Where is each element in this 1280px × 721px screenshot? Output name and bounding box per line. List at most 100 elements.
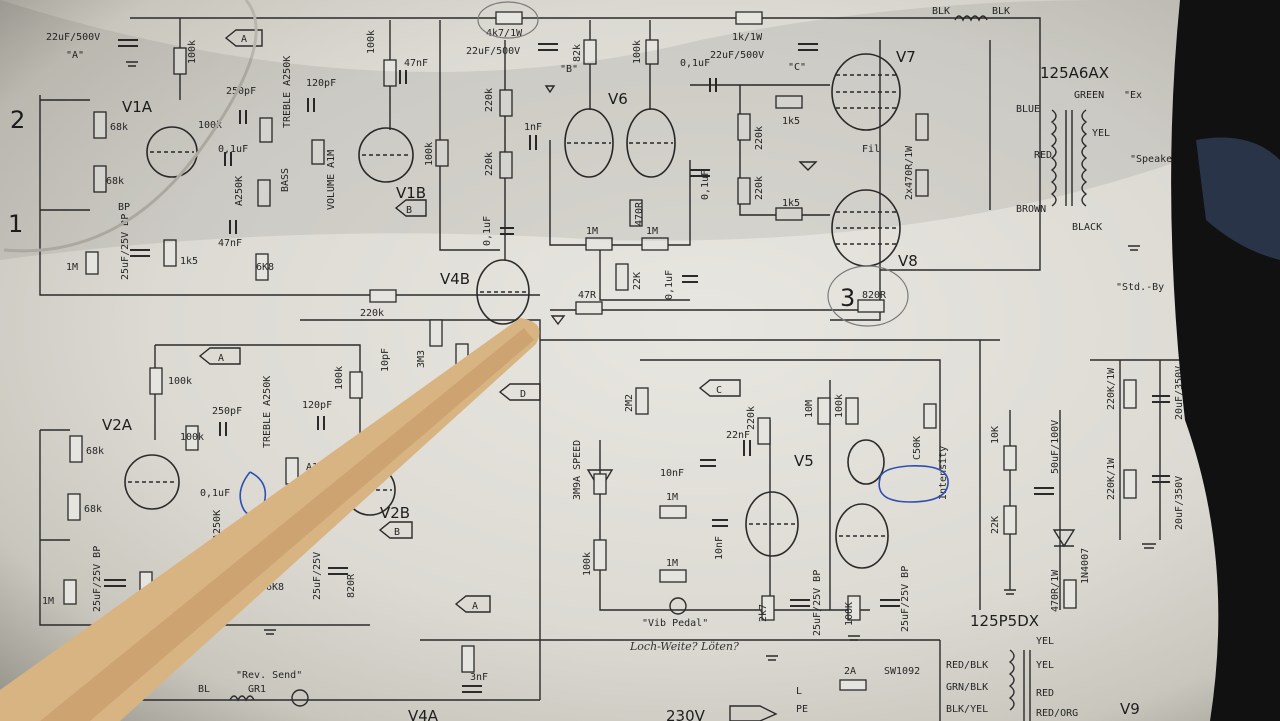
label: 0,1uF (664, 270, 675, 300)
pencil-circle (827, 265, 909, 327)
pencil-stick (0, 318, 540, 721)
label: 0,1uF (218, 144, 248, 155)
tube-label: V1A (122, 98, 153, 116)
label: 100k (582, 552, 593, 576)
label: 820R (862, 290, 887, 301)
label: 220K/1W (1106, 367, 1117, 410)
component-labels: 22uF/500V "A" A 2 1 V1A 68k 68k 100k 100… (8, 6, 1185, 721)
label: 1M (586, 226, 598, 237)
transformer-label: 125P5DX (970, 612, 1039, 630)
pencil-mark: 3 (840, 284, 855, 312)
label: BLUE (1016, 104, 1040, 115)
label: 3M9A SPEED (572, 440, 583, 500)
label: YEL (1036, 636, 1054, 647)
label: 22nF (726, 430, 750, 441)
pencil-circle (477, 1, 539, 39)
label: 22uF/500V (466, 46, 520, 57)
label: 2k7 (758, 604, 769, 622)
label: 220k (754, 176, 765, 200)
label: 470R/1W (1050, 569, 1061, 612)
label: 82k (572, 44, 583, 62)
label: 47nF (218, 238, 242, 249)
label: BLK (932, 6, 950, 17)
label: BLACK (1072, 222, 1102, 233)
label: YEL (1036, 660, 1054, 671)
label: 2A (844, 666, 856, 677)
label: 220k (484, 152, 495, 176)
mains-label: 230V (666, 707, 706, 721)
tube-label: V5 (794, 452, 814, 470)
label: 1M (666, 558, 678, 569)
label: 22K (632, 272, 643, 290)
label: 120pF (306, 78, 336, 89)
label: B (394, 527, 400, 538)
label: A (472, 601, 478, 612)
label: 68k (84, 504, 102, 515)
label: BLK (992, 6, 1010, 17)
label: 2x470R/1W (904, 145, 915, 200)
label: 1M (666, 492, 678, 503)
label: A250K (234, 176, 245, 206)
label: 220K/1W (1106, 457, 1117, 500)
label: A (241, 34, 247, 45)
label: "Ex (1124, 90, 1142, 101)
label: "Rev. Send" (236, 670, 302, 681)
label: GR1 (248, 684, 266, 695)
wire-loop (3, 0, 258, 253)
label: 220k (754, 126, 765, 150)
label: 25uF/25V BP (120, 214, 131, 280)
label: A (218, 353, 224, 364)
label: 100k (366, 30, 377, 54)
label: BL (198, 684, 210, 695)
label: 470R (634, 201, 645, 226)
label: TREBLE A250K (282, 56, 293, 128)
label: 68k (106, 176, 124, 187)
label: 100k (834, 394, 845, 418)
label: 10K (990, 426, 1001, 444)
wiring (39, 17, 1190, 721)
label: 10nF (714, 536, 725, 560)
label: 220k (484, 88, 495, 112)
label: "A" (66, 50, 84, 61)
label: 220k (360, 308, 384, 319)
label: 6K8 (266, 582, 284, 593)
label: 100k (424, 142, 435, 166)
label: BP (118, 202, 130, 213)
label: 0,1uF (482, 216, 493, 246)
tube-label: V4B (440, 270, 470, 288)
label: 100K (844, 602, 855, 626)
label: L (796, 686, 802, 697)
label: 22uF/500V (46, 32, 100, 43)
label: 10nF (660, 468, 684, 479)
label: BROWN (1016, 204, 1046, 215)
label: D (520, 389, 526, 400)
label: 10pF (380, 348, 391, 372)
label: 100k (168, 376, 192, 387)
input-number: 1 (8, 210, 23, 238)
input-number: 2 (10, 106, 25, 134)
label: 250pF (212, 406, 242, 417)
pen-circle (878, 465, 949, 503)
label: BLK/YEL (946, 704, 988, 715)
label: BASS (280, 168, 291, 192)
label: 2M2 (624, 394, 635, 412)
tube-label: V4A (408, 707, 439, 721)
label: SW1092 (884, 666, 920, 677)
label: 50uF/100V (1050, 420, 1061, 474)
connector-tags (198, 29, 741, 613)
label: 1k5 (180, 256, 198, 267)
transformer-label: 125A6AX (1040, 64, 1109, 82)
label: 1k5 (782, 198, 800, 209)
label: 10M (804, 400, 815, 418)
label: 25uF/25V BP (92, 546, 103, 612)
label: 1k/1W (732, 32, 763, 43)
label: 22uF/500V (710, 50, 764, 61)
label: 1M (66, 262, 78, 273)
label: 0,1uF (700, 170, 711, 200)
label: B (406, 205, 412, 216)
label: 3nF (470, 672, 488, 683)
label: 68k (86, 446, 104, 457)
label: 250pF (226, 86, 256, 97)
label: 68k (110, 122, 128, 133)
